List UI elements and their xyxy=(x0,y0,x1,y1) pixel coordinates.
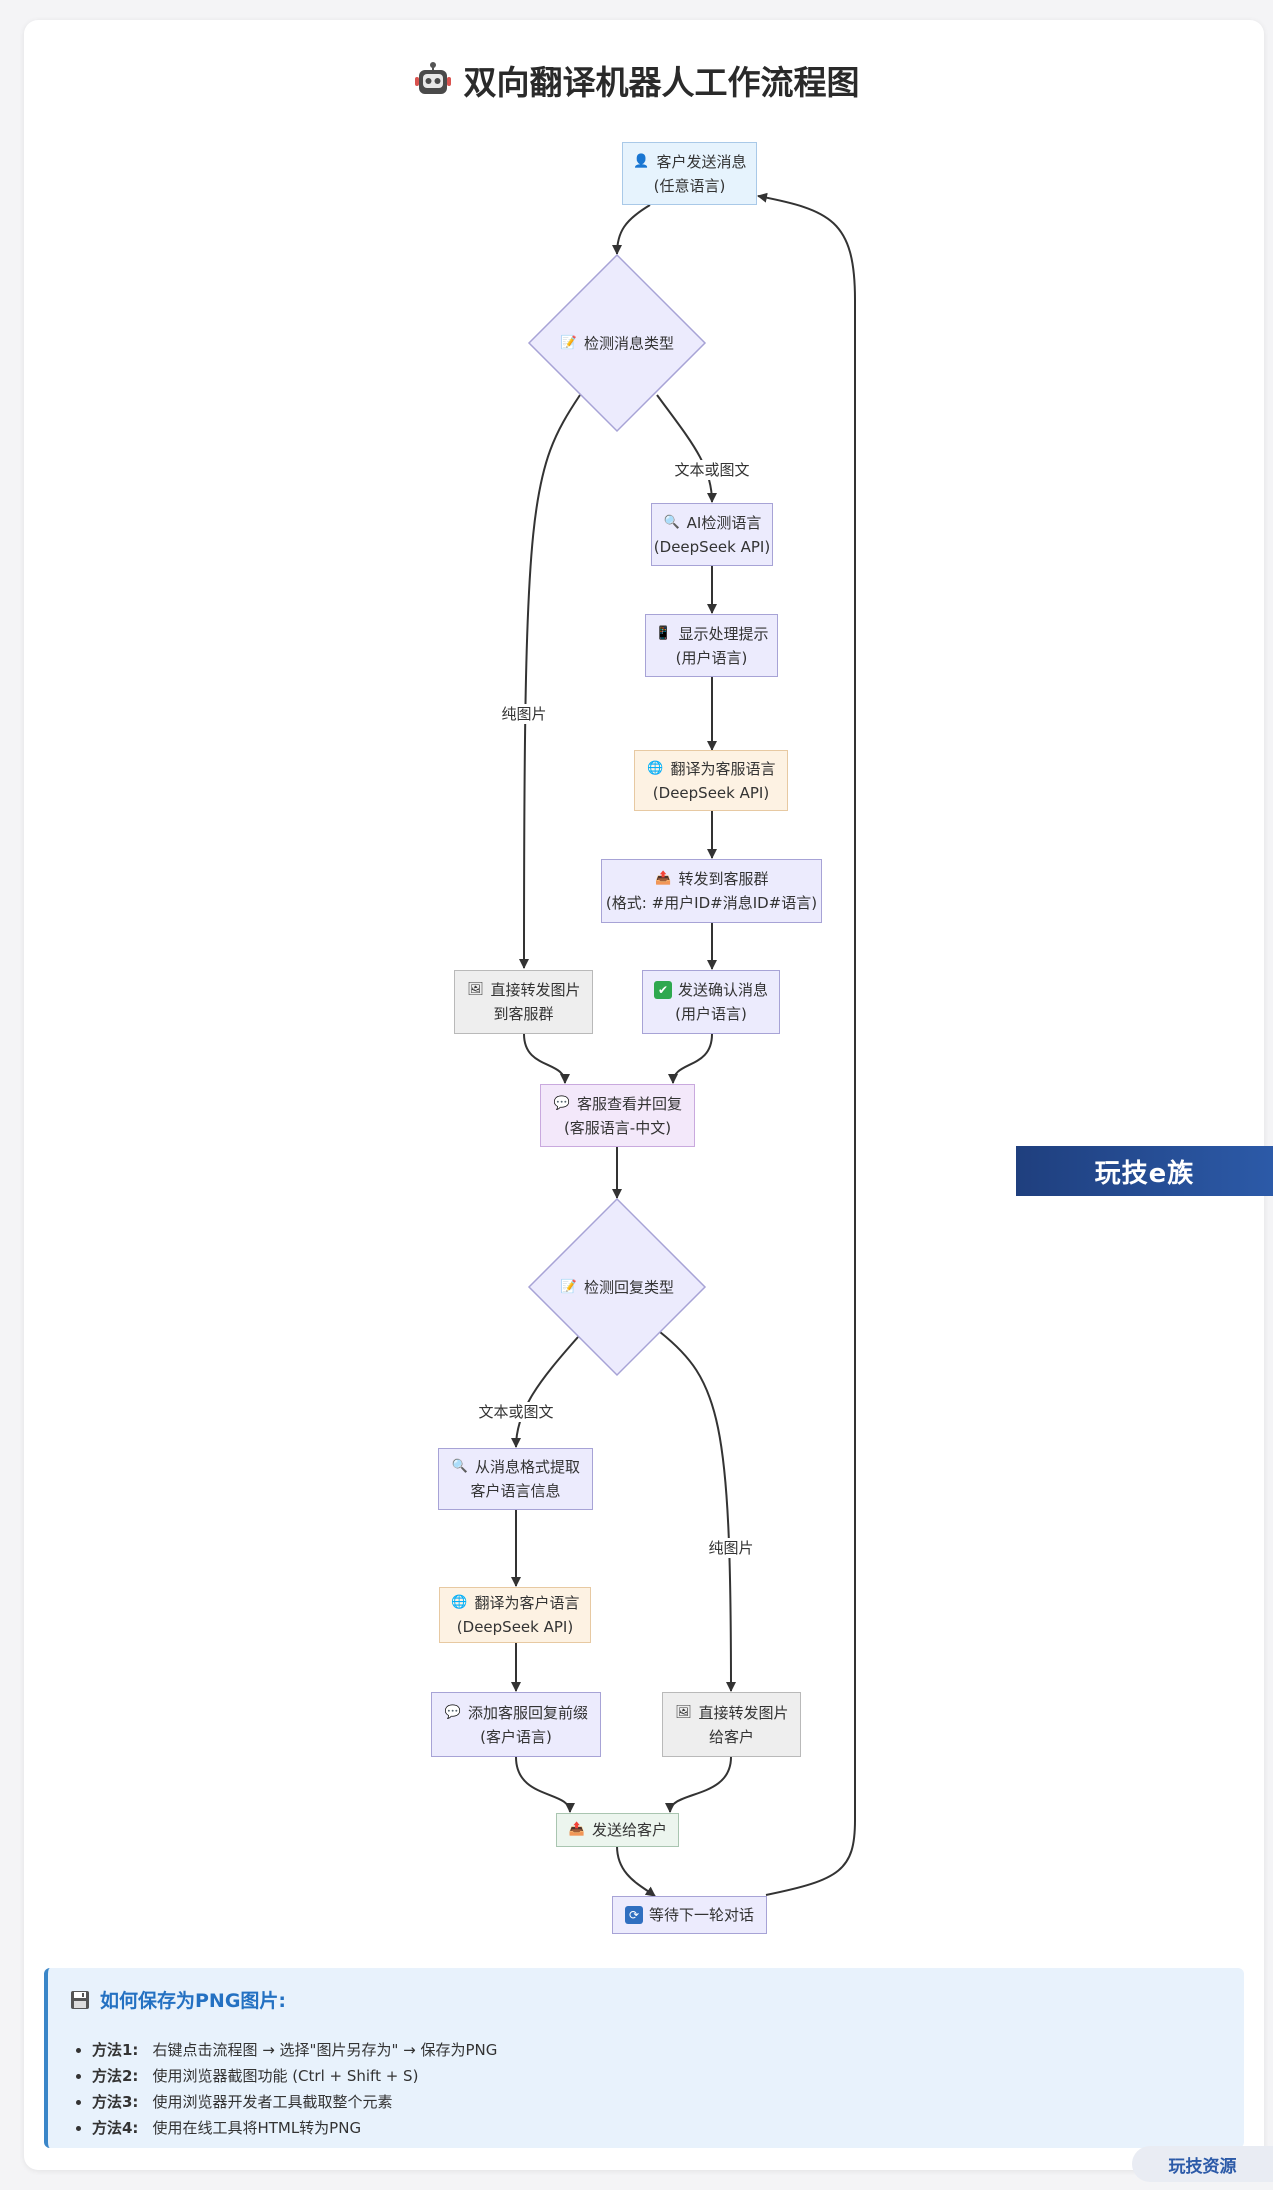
node-forward-image-group: 🖼直接转发图片 到客服群 xyxy=(454,970,593,1034)
decision-detect-reply-type xyxy=(527,1197,707,1377)
magnifier-icon: 🔍 xyxy=(663,514,680,530)
memo-icon: 📝 xyxy=(560,335,578,350)
outbox-tray-icon: 📤 xyxy=(655,871,672,886)
edge-prefix-to-send xyxy=(515,1756,575,1813)
node-translate-to-customer: 🌐翻译为客户语言 (DeepSeek API) xyxy=(439,1587,591,1643)
node-translate-to-agent: 🌐翻译为客服语言 (DeepSeek API) xyxy=(634,750,788,811)
tips-item: 方法4:使用在线工具将HTML转为PNG xyxy=(92,2115,1222,2141)
edge-confirm-to-agent xyxy=(668,1033,713,1084)
robot-icon xyxy=(414,62,451,94)
edge-label-image-only-1: 纯图片 xyxy=(499,704,549,724)
edge-detect-to-image xyxy=(519,394,581,969)
tips-item: 方法2:使用浏览器截图功能 (Ctrl + Shift + S) xyxy=(92,2063,1222,2089)
node-customer-send: 👤客户发送消息 (任意语言) xyxy=(622,142,757,205)
framed-picture-icon: 🖼 xyxy=(467,982,484,997)
globe-icon: 🌐 xyxy=(451,1595,468,1610)
node-show-processing: 📱显示处理提示 (用户语言) xyxy=(645,614,778,677)
node-send-to-customer: 📤发送给客户 xyxy=(556,1813,679,1847)
detect-reply-type-label: 📝 检测回复类型 xyxy=(560,1278,675,1297)
node-wait-next: ⟳等待下一轮对话 xyxy=(612,1896,767,1934)
node-add-prefix: 💬添加客服回复前缀 (客户语言) xyxy=(431,1692,601,1757)
edge-image2-to-send xyxy=(665,1756,732,1813)
globe-icon: 🌐 xyxy=(647,760,664,776)
node-extract-language: 🔍从消息格式提取 客户语言信息 xyxy=(438,1448,593,1510)
edge-customer-to-detect xyxy=(612,204,651,255)
edge-wait-to-customer xyxy=(757,192,856,1896)
tips-list: 方法1:右键点击流程图 → 选择"图片另存为" → 保存为PNG 方法2:使用浏… xyxy=(70,2037,1222,2141)
title-text: 双向翻译机器人工作流程图 xyxy=(463,63,860,102)
tips-item: 方法3:使用浏览器开发者工具截取整个元素 xyxy=(92,2089,1222,2115)
tips-heading: 如何保存为PNG图片: xyxy=(70,1986,1222,2013)
edge-detect-to-ai xyxy=(656,394,717,503)
edge-detect2-to-extract xyxy=(511,1336,579,1448)
node-forward-to-group: 📤转发到客服群 (格式: #用户ID#消息ID#语言) xyxy=(601,859,822,923)
repeat-icon: ⟳ xyxy=(624,1906,643,1924)
speech-bubble-icon: 💬 xyxy=(444,1704,462,1720)
edge-detect2-to-image2 xyxy=(659,1331,736,1692)
edge-label-text-or-image-2: 文本或图文 xyxy=(476,1402,556,1422)
outbox-tray-icon: 📤 xyxy=(568,1822,586,1837)
edge-label-image-only-2: 纯图片 xyxy=(706,1538,756,1558)
mobile-phone-icon: 📱 xyxy=(655,625,672,641)
watermark: 玩技资源 xyxy=(1132,2146,1273,2182)
speech-bubble-icon: 💬 xyxy=(553,1095,571,1111)
edge-send-to-wait xyxy=(616,1845,656,1897)
brand-banner[interactable]: 玩技e族 xyxy=(1016,1146,1273,1196)
framed-picture-icon: 🖼 xyxy=(675,1704,692,1720)
tips-item: 方法1:右键点击流程图 → 选择"图片另存为" → 保存为PNG xyxy=(92,2037,1222,2063)
page-title: 双向翻译机器人工作流程图 xyxy=(0,56,1273,104)
node-agent-reply: 💬客服查看并回复 (客服语言-中文) xyxy=(540,1084,695,1147)
check-mark-icon: ✔ xyxy=(653,981,672,999)
magnifier-icon: 🔍 xyxy=(451,1459,469,1474)
node-ai-detect-language: 🔍AI检测语言 (DeepSeek API) xyxy=(651,503,773,566)
decision-detect-message-type xyxy=(527,253,707,433)
detect-message-type-label: 📝 检测消息类型 xyxy=(560,334,675,353)
memo-icon: 📝 xyxy=(560,1279,578,1294)
node-forward-image-customer: 🖼直接转发图片 给客户 xyxy=(662,1692,801,1757)
edge-label-text-or-image-1: 文本或图文 xyxy=(672,460,752,480)
save-tips-box: 如何保存为PNG图片: 方法1:右键点击流程图 → 选择"图片另存为" → 保存… xyxy=(44,1968,1244,2148)
user-icon: 👤 xyxy=(633,153,650,169)
floppy-disk-icon xyxy=(70,1990,90,2010)
edge-image-to-agent xyxy=(523,1033,570,1084)
node-send-confirm: ✔发送确认消息 (用户语言) xyxy=(642,970,780,1034)
